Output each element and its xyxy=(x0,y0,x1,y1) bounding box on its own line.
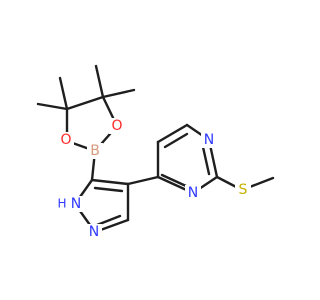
sulfur-label: S xyxy=(239,182,248,198)
bond-pyrimidine-n1-c2-inner xyxy=(201,145,211,176)
pyrazole-n2-bg xyxy=(86,224,102,240)
pyrazole-n1-label: N xyxy=(71,196,81,212)
bond-methyl-left-1 xyxy=(36,102,69,111)
pyrazole-nh-bg xyxy=(56,196,86,212)
pyrazole-nh-h-label: H xyxy=(57,197,66,211)
bond-methyl-right-2 xyxy=(101,88,136,99)
boron-label: B xyxy=(90,143,100,159)
pyrimidine-n-top-label: N xyxy=(204,132,214,148)
atom-label-backgrounds xyxy=(56,118,251,240)
oxygen-left-bg xyxy=(58,132,74,148)
boron-bg xyxy=(87,143,103,159)
bond-pyrimidine-n3-c4-inner xyxy=(160,173,188,188)
pyrimidine-n-top-bg xyxy=(201,132,217,148)
bond-pyrimidine-c5-c6-inner xyxy=(163,132,189,149)
molecule-canvas: B O O H N N N N S xyxy=(36,64,275,240)
atom-labels: B O O H N N N N S xyxy=(57,118,247,240)
sulfur-bg xyxy=(235,182,251,198)
oxygen-left-label: O xyxy=(60,132,71,148)
pyrimidine-n-bottom-bg xyxy=(185,185,201,201)
bond-pyrimidine-c5-c6-outer xyxy=(156,123,189,144)
bond-c-c-ring xyxy=(65,95,105,111)
oxygen-right-label: O xyxy=(111,118,122,134)
bond-c5-c4-outer xyxy=(90,178,130,186)
bond-pyrazole-pyrimidine xyxy=(126,175,160,186)
bond-c5-c4-inner xyxy=(93,186,124,193)
pyrimidine-n-bottom-label: N xyxy=(188,185,198,201)
oxygen-right-bg xyxy=(109,118,125,134)
bond-c3-n2-inner xyxy=(95,214,122,227)
pyrazole-n2-label: N xyxy=(89,224,99,240)
bond-methyl-left-2 xyxy=(58,76,69,111)
chemical-structure-diagram: B O O H N N N N S xyxy=(36,64,275,240)
bond-methyl-right-1 xyxy=(94,64,105,99)
